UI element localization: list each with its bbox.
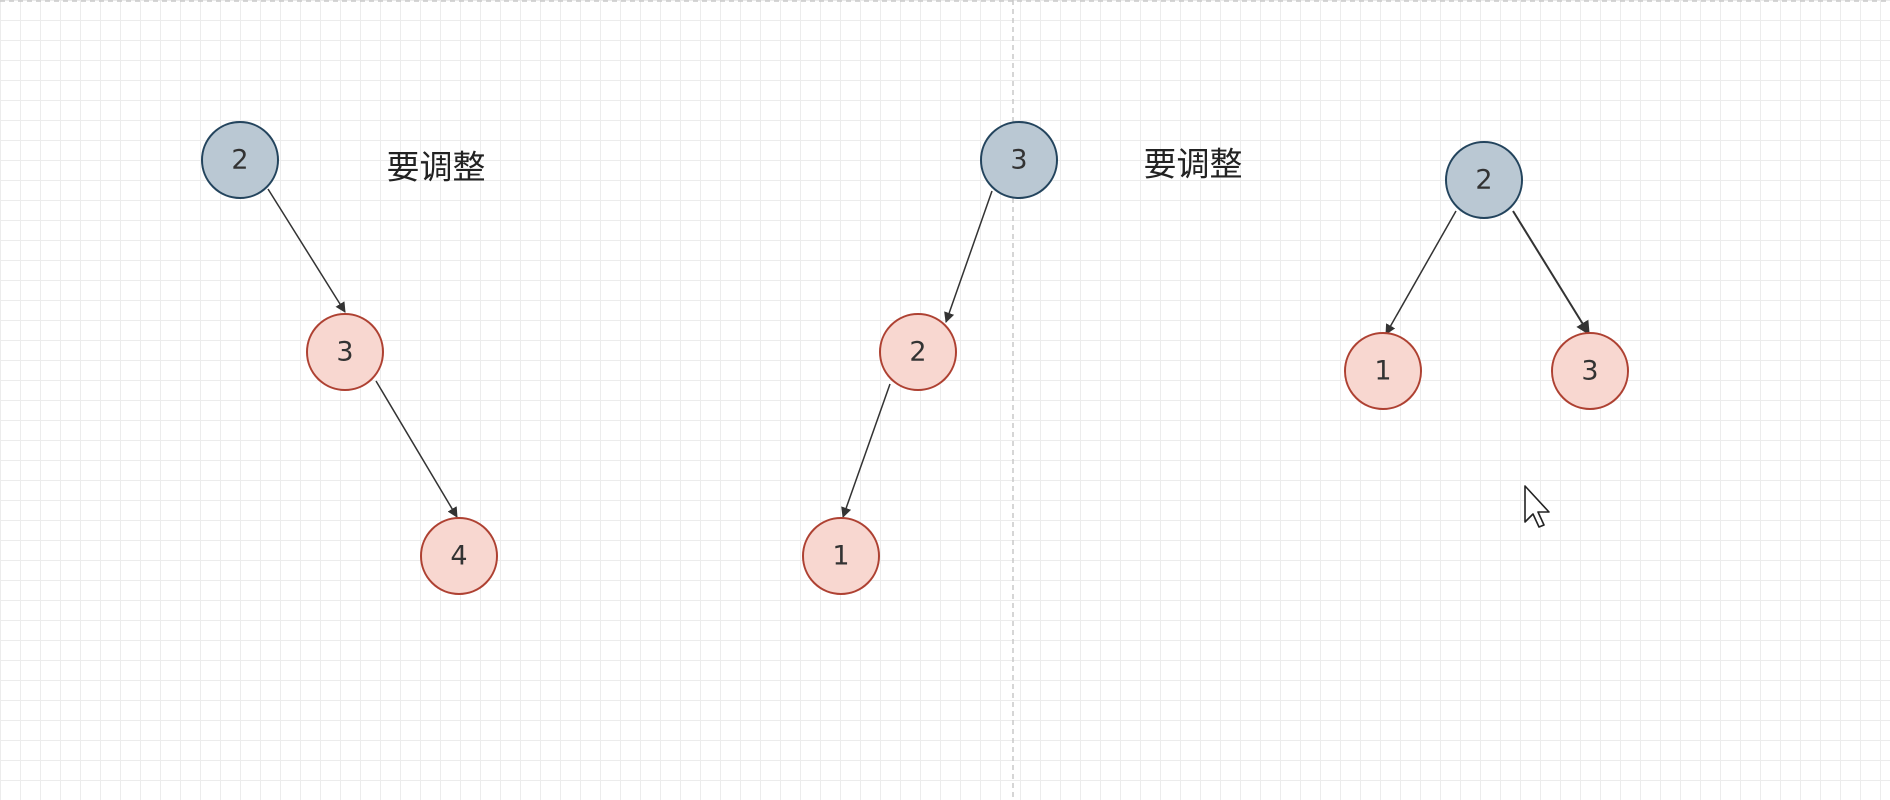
tree1-grandchild-label: 4 — [450, 541, 467, 572]
tree3-edge-2-1 — [1385, 210, 1457, 335]
tree1-grandchild-node[interactable]: 4 — [420, 517, 498, 595]
tree2-grandchild-node[interactable]: 1 — [802, 517, 880, 595]
tree2-edge-3-2 — [944, 190, 993, 323]
tree3-left-label: 1 — [1374, 356, 1391, 387]
tree3-right-node[interactable]: 3 — [1551, 332, 1629, 410]
tree2-child-label: 2 — [909, 337, 926, 368]
tree1-child-node[interactable]: 3 — [306, 313, 384, 391]
tree3-edge-2-3 — [1512, 210, 1590, 336]
tree2-grandchild-label: 1 — [832, 541, 849, 572]
tree1-root-node[interactable]: 2 — [201, 121, 279, 199]
tree1-child-label: 3 — [336, 337, 353, 368]
tree2-root-node[interactable]: 3 — [980, 121, 1058, 199]
mouse-pointer-icon — [1524, 485, 1550, 528]
tree3-root-node[interactable]: 2 — [1445, 141, 1523, 219]
tree1-root-label: 2 — [231, 145, 248, 176]
tree3-right-label: 3 — [1581, 356, 1598, 387]
tree2-child-node[interactable]: 2 — [879, 313, 957, 391]
tree2-edge-2-1 — [841, 383, 891, 518]
note-middle[interactable]: 要调整 — [1144, 145, 1243, 184]
tree1-edge-3-4 — [375, 380, 458, 518]
tree1-edge-2-3 — [267, 188, 346, 313]
note-left[interactable]: 要调整 — [387, 148, 486, 187]
tree3-root-label: 2 — [1475, 165, 1492, 196]
tree3-left-node[interactable]: 1 — [1344, 332, 1422, 410]
tree2-root-label: 3 — [1010, 145, 1027, 176]
